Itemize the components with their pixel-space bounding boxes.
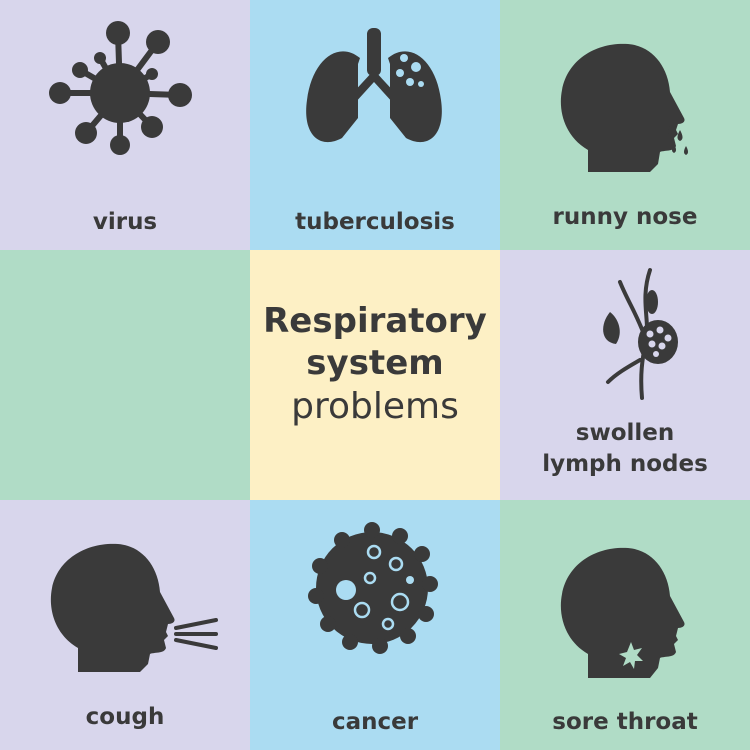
tile-label-line-2: lymph nodes (542, 451, 708, 477)
tile-label: sore throat (552, 709, 698, 735)
title-line-2: system (306, 343, 444, 383)
tile-label: runny nose (552, 204, 698, 230)
tile-runny-nose: runny nose (500, 0, 750, 250)
sinusitis-head-icon (0, 250, 250, 500)
virus-icon (49, 21, 192, 155)
page-title: Respiratory system problems (250, 300, 500, 430)
tile-label: virus (92, 209, 158, 235)
title-panel: Respiratory system problems (250, 250, 500, 500)
tile-cancer: cancer (250, 500, 500, 750)
cough-head-icon (50, 543, 218, 672)
tile-sinusitis: sinusitis (0, 250, 250, 500)
title-line-3: problems (291, 386, 459, 427)
tile-tuberculosis: tuberculosis (250, 0, 500, 250)
tile-virus: virus (0, 0, 250, 250)
lungs-icon (306, 28, 442, 143)
tile-cough: cough (0, 500, 250, 750)
lymph-node-icon (603, 268, 678, 400)
tile-label: cancer (331, 709, 419, 735)
tile-sore-throat: sore throat (500, 500, 750, 750)
runny-nose-icon (560, 43, 688, 172)
tile-label: tuberculosis (295, 209, 455, 235)
title-line-1: Respiratory (263, 301, 487, 341)
tile-label: cough (85, 704, 165, 730)
tile-label: swollen (575, 420, 675, 446)
sore-throat-head-icon (560, 547, 685, 678)
tile-swollen-lymph-nodes: swollen lymph nodes (500, 250, 750, 500)
cancer-cell-icon (308, 522, 438, 654)
